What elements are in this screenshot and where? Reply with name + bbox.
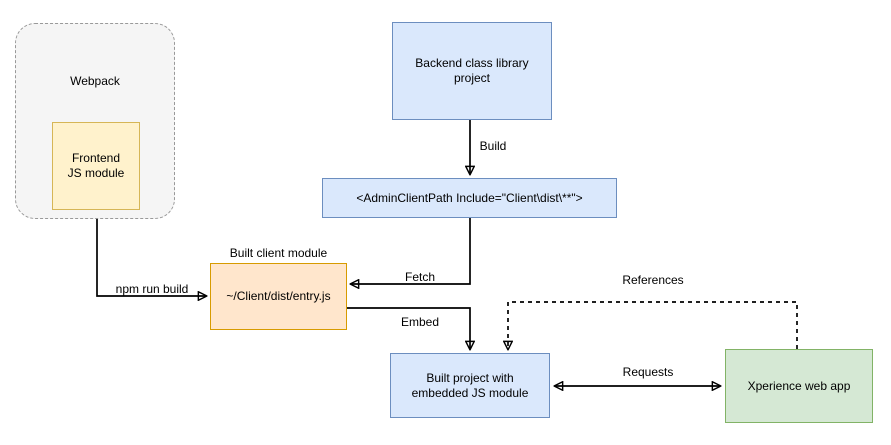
edge-label-build: Build [479,139,507,153]
edge-label-embed: Embed [400,315,440,329]
edge-label-npm-run-build: npm run build [115,282,189,296]
node-backend-class-library-label: Backend class library project [415,56,529,85]
node-admin-client-path-label: <AdminClientPath Include="Client\dist\**… [356,190,583,205]
node-built-project: Built project with embedded JS module [390,353,550,418]
node-admin-client-path: <AdminClientPath Include="Client\dist\**… [322,178,617,218]
edge-label-references: References [622,273,684,287]
node-built-project-label: Built project with embedded JS module [411,370,529,400]
node-built-client-module: ~/Client/dist/entry.js [210,263,347,330]
edge-label-fetch: Fetch [404,270,436,284]
node-frontend-js-module: Frontend JS module [52,122,140,210]
node-frontend-js-module-label: Frontend JS module [67,151,125,180]
node-built-client-module-label: ~/Client/dist/entry.js [226,289,331,303]
edge-label-requests: Requests [622,365,674,379]
built-client-module-title: Built client module [229,246,328,260]
node-xperience-web-app: Xperience web app [725,349,873,423]
node-backend-class-library: Backend class library project [392,22,552,120]
webpack-container-label: Webpack [70,74,120,88]
node-xperience-web-app-label: Xperience web app [747,378,851,393]
edge-references [508,301,798,349]
